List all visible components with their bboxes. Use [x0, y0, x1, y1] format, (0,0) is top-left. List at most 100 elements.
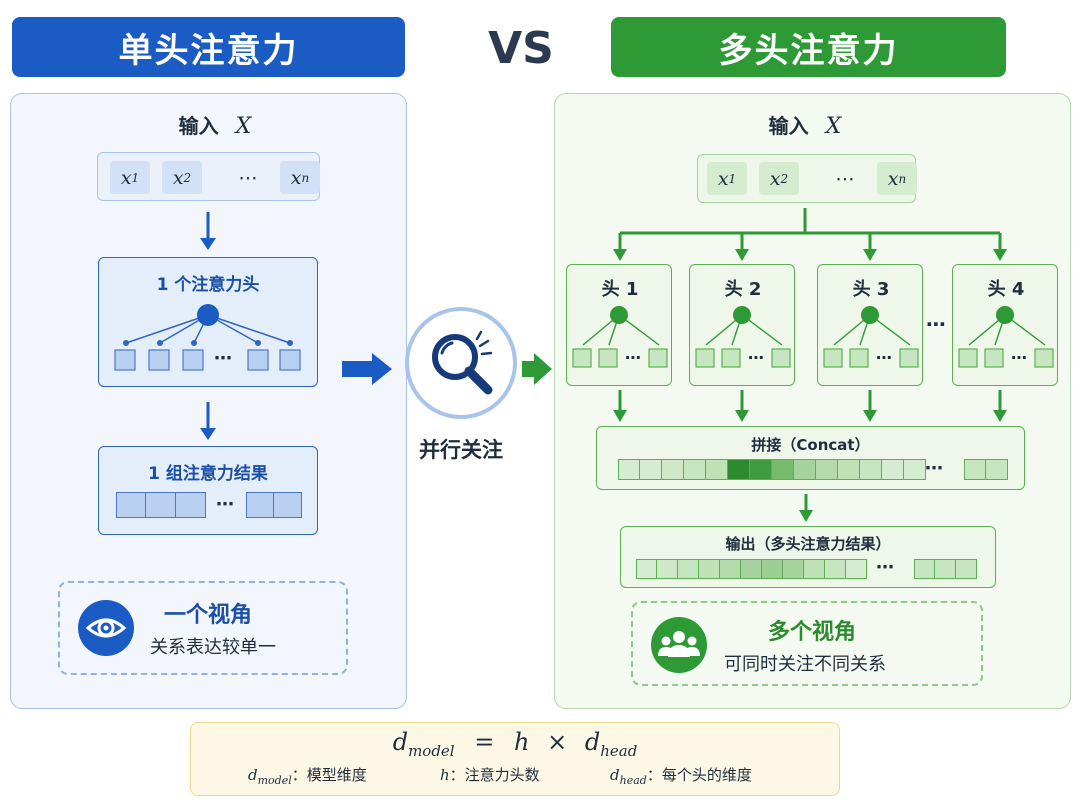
formula-box — [190, 722, 840, 796]
output-ellipsis: ⋯ — [876, 557, 894, 578]
multi-head-title: 多头注意力 — [611, 17, 1006, 77]
concat-cell — [772, 459, 794, 480]
single-result-title: 1 组注意力结果 — [148, 464, 268, 484]
head-box-3: 头 3 ⋯ — [817, 264, 923, 386]
output-cell — [804, 559, 825, 579]
head-graph-1: ⋯ — [572, 306, 668, 368]
output-cells — [636, 559, 867, 579]
formula-rhs: d — [584, 728, 601, 756]
single-head-ellipsis: ⋯ — [214, 348, 232, 369]
head-graph-3: ⋯ — [823, 306, 919, 368]
concat-cell — [794, 459, 816, 480]
single-input-symbol: X — [235, 114, 252, 139]
single-result-cells-b — [246, 492, 302, 518]
output-cell — [699, 559, 720, 579]
concat-cell — [728, 459, 750, 480]
single-input-text: 输入 — [178, 114, 219, 138]
right-arrow-green — [522, 353, 552, 385]
concat-cell — [904, 459, 926, 480]
heads-ellipsis: ⋯ — [926, 312, 946, 336]
head-label-4: 头 4 — [987, 279, 1025, 300]
formula-main: dmodel = h × dhead — [190, 728, 840, 760]
heads-down-arrows — [613, 390, 1007, 422]
legend-1-desc: ：模型维度 — [291, 766, 367, 784]
single-view-desc: 关系表达较单一 — [150, 637, 276, 658]
multi-input-text: 输入 — [768, 114, 809, 138]
concat-cell — [618, 459, 640, 480]
multi-view-title: 多个视角 — [768, 620, 857, 645]
legend-1-sym: d — [248, 766, 258, 784]
head-box-4: 头 4 ⋯ — [952, 264, 1058, 386]
parallel-attention-label: 并行关注 — [419, 438, 503, 462]
right-arrow-blue — [342, 353, 392, 385]
formula-lhs: d — [392, 728, 409, 756]
output-cell — [846, 559, 867, 579]
group-icon — [651, 617, 707, 673]
legend-3-sym: d — [610, 766, 620, 784]
single-arrow-down-2 — [200, 402, 216, 440]
output-cell — [720, 559, 741, 579]
concat-down-arrow — [799, 494, 813, 522]
output-cells-tail — [914, 559, 977, 579]
formula-legend-3: dhead：每个头的维度 — [610, 764, 752, 787]
output-cell — [762, 559, 783, 579]
eye-icon — [78, 600, 134, 656]
concat-cell — [838, 459, 860, 480]
concat-cells — [618, 459, 926, 480]
single-input-label: 输入 X — [150, 110, 280, 139]
head-box-1: 头 1 ⋯ — [566, 264, 672, 386]
multi-view-desc: 可同时关注不同关系 — [724, 654, 886, 675]
output-cell — [678, 559, 699, 579]
head-graph-2: ⋯ — [695, 306, 791, 368]
legend-3-sub: head — [619, 774, 647, 787]
multi-branch-arrows — [613, 208, 1007, 261]
head-label-1: 头 1 — [601, 279, 639, 300]
formula-times: × — [547, 728, 568, 756]
head-label-3: 头 3 — [852, 279, 890, 300]
output-cell — [825, 559, 846, 579]
vs-label: VS — [488, 22, 554, 74]
formula-legend-2: h：注意力头数 — [440, 764, 540, 785]
formula-h: h — [513, 728, 530, 756]
svg-text:⋯: ⋯ — [1011, 348, 1027, 367]
single-result-cells-a — [116, 492, 206, 518]
magnifier-icon — [405, 307, 517, 419]
svg-text:⋯: ⋯ — [876, 348, 892, 367]
single-result-ellipsis: ⋯ — [216, 494, 234, 515]
single-head-graph — [114, 304, 301, 371]
concat-cell — [706, 459, 728, 480]
formula-eq: = — [474, 728, 495, 756]
concat-cell — [750, 459, 772, 480]
legend-1-sub: model — [257, 774, 292, 787]
concat-cell — [816, 459, 838, 480]
single-arrow-down-1 — [200, 212, 216, 250]
single-result-box — [98, 446, 318, 535]
single-view-title: 一个视角 — [164, 603, 253, 628]
head-box-2: 头 2 ⋯ — [689, 264, 795, 386]
concat-title: 拼接（Concat） — [751, 436, 870, 454]
formula-lhs-sub: model — [408, 741, 455, 760]
output-title: 输出（多头注意力结果） — [725, 535, 891, 553]
head-label-2: 头 2 — [724, 279, 762, 300]
legend-3-desc: ：每个头的维度 — [646, 766, 752, 784]
svg-text:⋯: ⋯ — [748, 348, 764, 367]
output-cell — [657, 559, 678, 579]
concat-cell — [662, 459, 684, 480]
concat-cell — [684, 459, 706, 480]
output-cell — [636, 559, 657, 579]
concat-cell — [860, 459, 882, 480]
legend-2-desc: ：注意力头数 — [449, 766, 540, 784]
multi-token-3: ⋯ — [835, 167, 855, 190]
formula-legend-1: dmodel：模型维度 — [248, 764, 367, 787]
formula-rhs-sub: head — [600, 741, 638, 760]
single-token-3: ⋯ — [238, 166, 258, 189]
multi-input-label: 输入 X — [740, 110, 870, 139]
output-cell — [741, 559, 762, 579]
concat-ellipsis: ⋯ — [925, 458, 943, 479]
concat-cells-tail — [964, 459, 1008, 480]
concat-cell — [882, 459, 904, 480]
